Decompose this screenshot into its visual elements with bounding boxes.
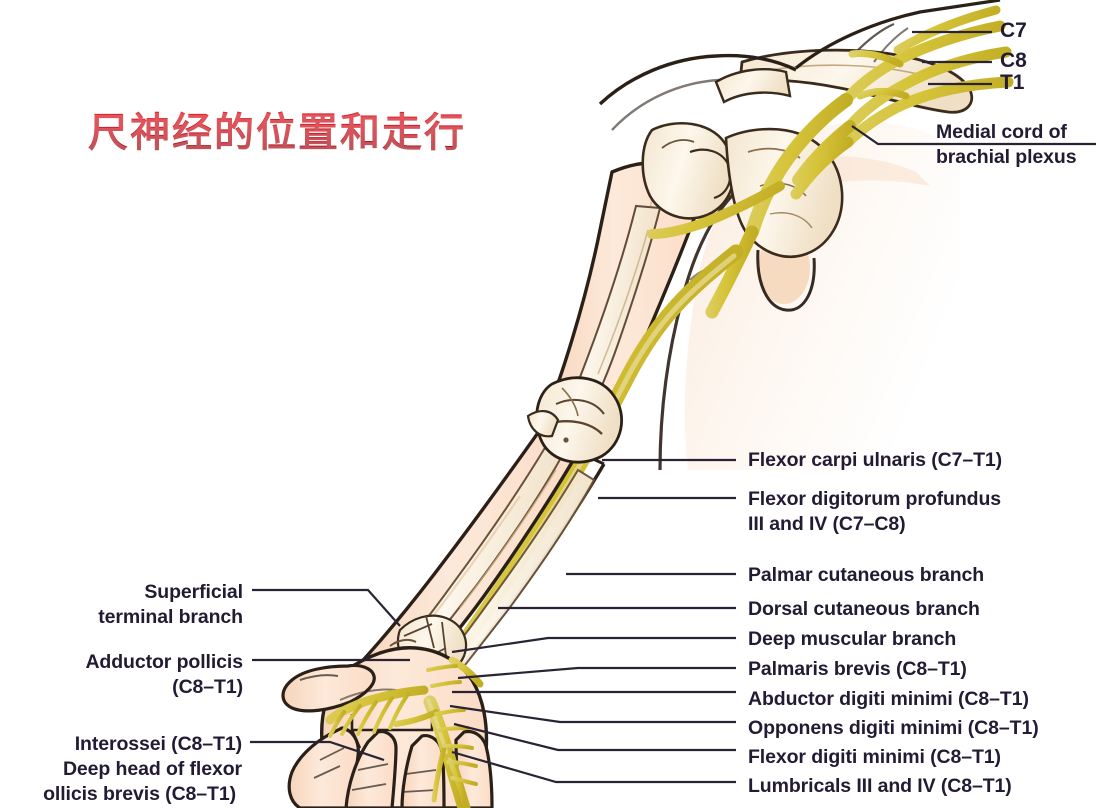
leader-superficial-terminal-branch <box>252 588 401 627</box>
elbow-joint <box>526 376 623 464</box>
leader-medial-cord <box>851 125 1096 146</box>
leader-opponens-digiti-minimi <box>449 704 736 724</box>
leader-lines-right <box>449 458 736 784</box>
label-superficial-terminal-branch-line1: Superficial <box>144 581 243 603</box>
leader-lines-left <box>250 588 410 762</box>
label-adductor-pollicis-line1: Adductor pollicis <box>85 651 243 673</box>
label-superficial-terminal-branch-line2: terminal branch <box>98 606 243 628</box>
leader-deep-muscular <box>451 636 736 654</box>
label-palmar-cutaneous-branch: Palmar cutaneous branch <box>748 564 985 586</box>
label-palmaris-brevis: Palmaris brevis (C8–T1) <box>748 658 967 680</box>
leader-lumbricals <box>451 750 736 784</box>
label-flexor-digitorum-profundus-line1: Flexor digitorum profundus <box>748 488 1002 510</box>
label-c8: C8 <box>1000 49 1027 72</box>
leader-lines-top <box>851 30 1096 146</box>
leader-palmaris-brevis <box>457 666 736 680</box>
label-flexor-carpi-ulnaris: Flexor carpi ulnaris (C7–T1) <box>748 449 1003 471</box>
label-lumbricals: Lumbricals III and IV (C8–T1) <box>748 775 1012 797</box>
label-deep-head-flexor-pollicis-line1: Deep head of flexor <box>62 758 242 780</box>
label-interossei: Interossei (C8–T1) <box>74 733 242 755</box>
label-deep-muscular-branch: Deep muscular branch <box>748 628 957 650</box>
label-medial-cord-line2: brachial plexus <box>936 146 1077 168</box>
leader-interossei <box>250 740 385 762</box>
label-flexor-digitorum-profundus-line2: III and IV (C7–C8) <box>748 513 906 535</box>
brachial-plexus-nerves <box>647 5 1014 319</box>
page-title: 尺神经的位置和走行 <box>88 100 466 158</box>
label-t1: T1 <box>1000 71 1025 94</box>
label-deep-head-flexor-pollicis-line2: ollicis brevis (C8–T1) <box>43 783 236 805</box>
label-adductor-pollicis-line2: (C8–T1) <box>172 676 243 698</box>
hand-palm <box>281 646 494 808</box>
label-c7: C7 <box>1000 19 1027 42</box>
label-dorsal-cutaneous-branch: Dorsal cutaneous branch <box>748 598 980 620</box>
label-opponens-digiti-minimi: Opponens digiti minimi (C8–T1) <box>748 717 1039 739</box>
ulnar-nerve-hand-branches <box>325 656 484 808</box>
label-medial-cord-line1: Medial cord of <box>936 121 1067 143</box>
leader-flexor-digiti-minimi <box>453 722 736 752</box>
label-flexor-digiti-minimi: Flexor digiti minimi (C8–T1) <box>748 746 1001 768</box>
label-abductor-digiti-minimi: Abductor digiti minimi (C8–T1) <box>748 688 1029 710</box>
